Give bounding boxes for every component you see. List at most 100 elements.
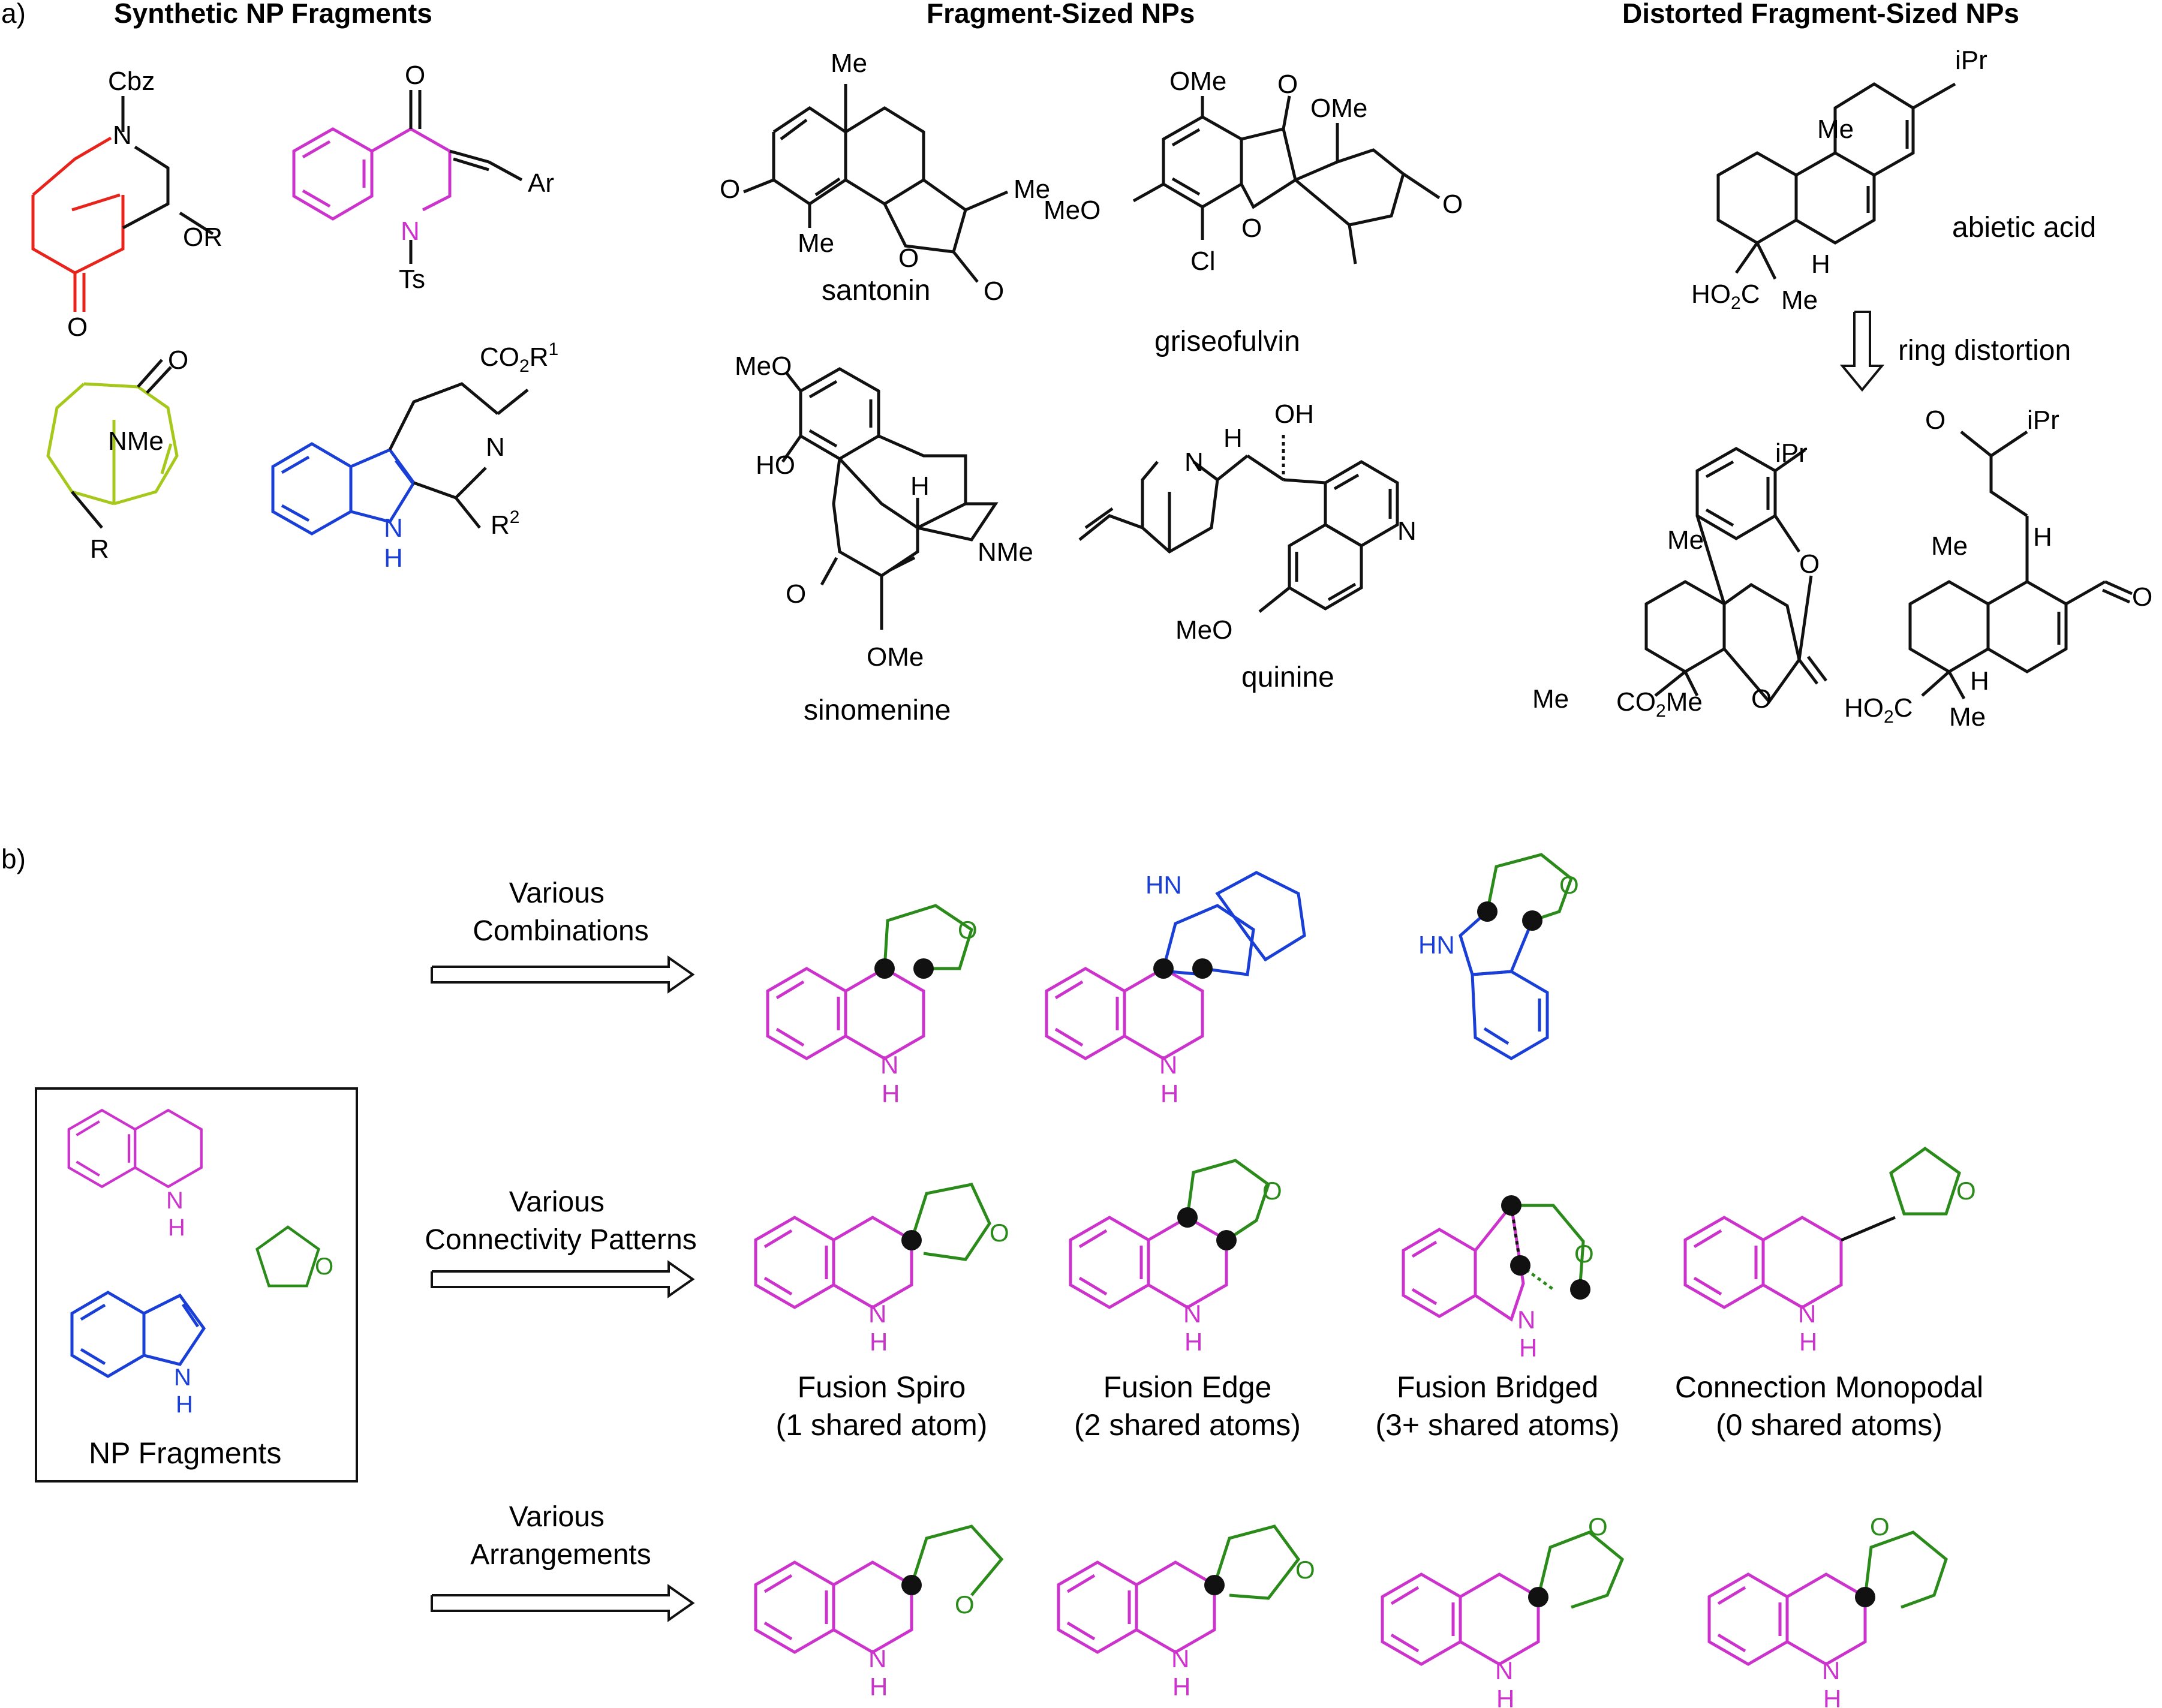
shared-atom [1528, 1587, 1548, 1607]
panel-a-label: a) [1, 0, 26, 29]
shared-atom [901, 1575, 922, 1595]
row-label-arrangements-2: Arrangements [470, 1539, 651, 1571]
arrangement-4-h: H [1823, 1685, 1841, 1708]
atom-o-1: O [67, 312, 88, 342]
pattern-bridged-n: N [1517, 1306, 1535, 1334]
arrangement-4-o: O [1870, 1512, 1890, 1541]
structure-santonin [743, 84, 1008, 283]
atom-me-distorted-3: Me [1931, 531, 1968, 561]
combo-2-n: N [1159, 1051, 1177, 1079]
atom-ipr-distorted-1: iPr [1775, 438, 1808, 468]
atom-o-distorted-2: O [1751, 684, 1772, 714]
caption-edge-name: Fusion Edge [1103, 1370, 1272, 1404]
pattern-spiro-n: N [868, 1300, 886, 1328]
atom-o-2: O [405, 61, 425, 90]
shared-atom [1522, 910, 1542, 931]
arrow-combinations [431, 955, 695, 994]
row-label-connectivity: Various Connectivity Patterns [425, 1186, 697, 1256]
atom-or: OR [183, 222, 222, 252]
name-griseofulvin: griseofulvin [1154, 326, 1300, 357]
structure-griseofulvin [1132, 95, 1441, 264]
pattern-monopodal-h: H [1799, 1328, 1817, 1356]
pattern-spiro-o: O [990, 1219, 1009, 1247]
atom-meo-grise: MeO [1044, 196, 1100, 225]
atom-me-santonin-3: Me [1014, 175, 1050, 204]
caption-monopodal-name: Connection Monopodal [1675, 1370, 1983, 1404]
ring-distortion-label: ring distortion [1898, 335, 2071, 366]
shared-atom [1177, 1207, 1198, 1228]
header-synthetic-np-fragments: Synthetic NP Fragments [114, 0, 432, 29]
fragment-azabicycle [31, 96, 214, 312]
arrangement-2: O N H [1059, 1524, 1315, 1701]
box-thf [257, 1227, 319, 1286]
box-thq-h: H [168, 1214, 185, 1241]
atom-cl: Cl [1190, 246, 1216, 276]
box-title: NP Fragments [89, 1436, 281, 1470]
shared-atom [1510, 1255, 1530, 1276]
atom-me-distorted-2: Me [1532, 684, 1569, 714]
caption-spiro-name: Fusion Spiro [798, 1370, 966, 1404]
shared-atom [1855, 1587, 1875, 1607]
shared-atom [1204, 1575, 1225, 1595]
name-quinine: quinine [1241, 661, 1334, 693]
arrangement-1-h: H [870, 1673, 888, 1701]
structure-distorted-lactone [1644, 447, 1827, 705]
structure-distorted-aldehyde [1908, 430, 2133, 700]
arrangement-1-o: O [955, 1590, 975, 1619]
combo-2: HN N H [1047, 871, 1306, 1108]
row-label-combinations-2: Combinations [473, 915, 648, 947]
pattern-spiro: O N H [756, 1183, 1009, 1356]
atom-me-santonin-2: Me [798, 228, 834, 258]
arrangement-1: O N H [756, 1524, 1004, 1701]
atom-me-distorted-1: Me [1667, 525, 1704, 555]
pattern-monopodal: O N H [1685, 1148, 1976, 1356]
pattern-spiro-h: H [870, 1328, 888, 1356]
atom-me-abietic-1: Me [1817, 115, 1854, 144]
combo-3: O HN [1418, 853, 1579, 1060]
atom-oh-quinine: OH [1274, 399, 1314, 429]
atom-n-1: N [113, 121, 132, 150]
atom-ome-grise-2: OMe [1310, 94, 1367, 123]
arrow-arrangements [431, 1584, 695, 1622]
atom-ho2c-distorted: HO2C [1844, 693, 1913, 727]
atom-n-quinine-1: N [1184, 447, 1204, 477]
shared-atom [874, 958, 895, 979]
arrangement-3-n: N [1495, 1656, 1513, 1685]
row-label-arrangements-1: Various [509, 1501, 605, 1533]
row-label-arrangements: Various Arrangements [470, 1501, 651, 1571]
caption-spiro-detail: (1 shared atom) [776, 1408, 988, 1442]
pattern-bridged: O N H [1402, 1195, 1594, 1362]
structure-abietic-acid [1716, 82, 1956, 280]
caption-bridged-detail: (3+ shared atoms) [1375, 1408, 1619, 1442]
atom-meo-quinine: MeO [1175, 615, 1232, 645]
shared-atom [1192, 958, 1213, 979]
combo-2-hn: HN [1145, 871, 1182, 899]
atom-o-grise-1: O [1277, 70, 1298, 99]
atom-o-santonin-1: O [720, 175, 740, 204]
atom-h-distorted-1: H [2033, 522, 2052, 552]
atom-me-distorted-4: Me [1949, 702, 1986, 732]
box-indole-h: H [176, 1391, 193, 1418]
combo-1-n: N [880, 1051, 898, 1079]
pattern-edge-h: H [1184, 1328, 1202, 1356]
pattern-bridged-o: O [1574, 1240, 1594, 1268]
pattern-edge-o: O [1262, 1177, 1282, 1205]
atom-o-distorted-1: O [1799, 549, 1820, 579]
shared-atom [1477, 901, 1498, 922]
arrangement-2-n: N [1171, 1644, 1189, 1673]
pattern-monopodal-o: O [1956, 1177, 1976, 1205]
arrangement-4-n: N [1822, 1656, 1840, 1685]
caption-bridged-name: Fusion Bridged [1397, 1370, 1598, 1404]
arrangement-2-h: H [1172, 1673, 1190, 1701]
atom-ipr-abietic: iPr [1955, 46, 1987, 75]
atom-nme-sino: NMe [978, 537, 1033, 567]
atom-ts: Ts [399, 264, 425, 294]
structure-quinine [1078, 435, 1399, 613]
atom-ar: Ar [528, 169, 554, 198]
caption-edge-detail: (2 shared atoms) [1074, 1408, 1301, 1442]
box-thf-o: O [315, 1253, 333, 1280]
box-thq [69, 1110, 202, 1187]
arrow-connectivity [431, 1260, 695, 1298]
atom-h-sino: H [910, 471, 930, 501]
fragment-tropane [46, 359, 179, 529]
